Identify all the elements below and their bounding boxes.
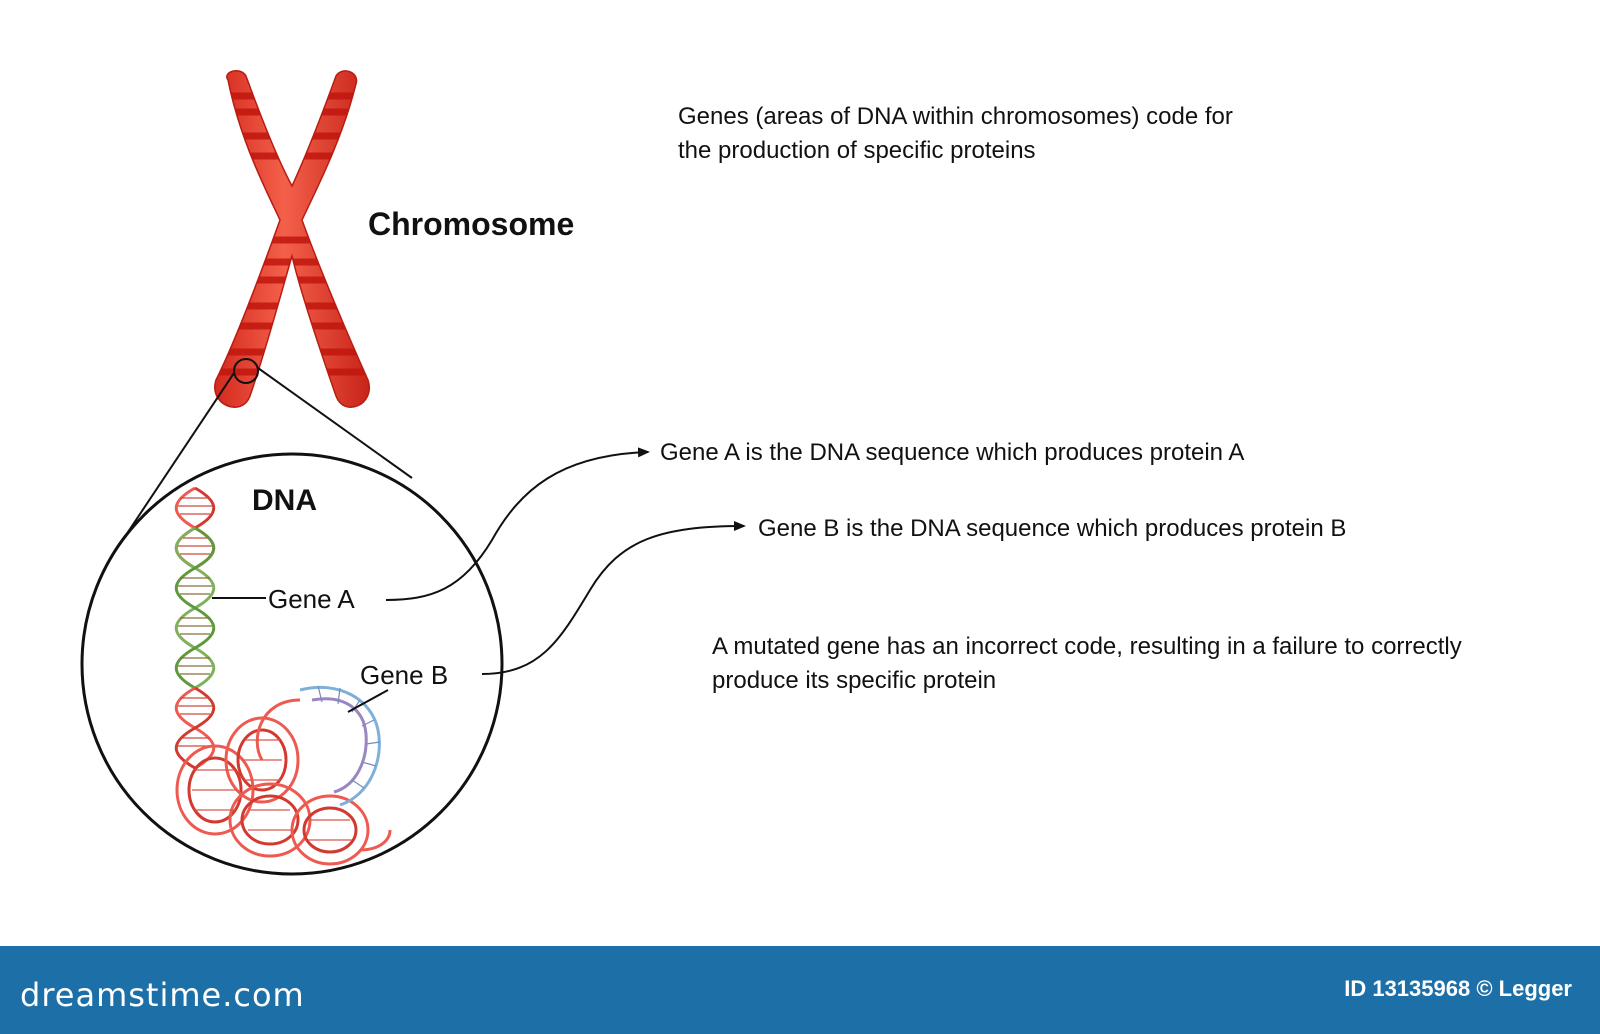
dna-coil [175, 698, 392, 866]
footer-credit: ID 13135968 © Legger [1344, 976, 1572, 1001]
gene-a-segment [174, 526, 216, 690]
gene-a-description: Gene A is the DNA sequence which produce… [660, 439, 1245, 466]
zoom-source-circle [233, 358, 259, 384]
gene-b-description: Gene B is the DNA sequence which produce… [758, 515, 1347, 542]
footer-bar: dreamstime.com ID 13135968 © Legger [0, 946, 1600, 1034]
footer-logo[interactable]: dreamstime.com [20, 976, 305, 1014]
chromosome [214, 70, 371, 408]
gene-a-arrow [385, 447, 650, 601]
dna-label: DNA [252, 484, 317, 517]
dna-zoom-view [80, 452, 504, 876]
diagram-canvas [80, 70, 746, 876]
gene-b-leader [347, 689, 389, 713]
mutation-description: A mutated gene has an incorrect code, re… [712, 633, 1462, 694]
genes-intro-text: Genes (areas of DNA within chromosomes) … [678, 103, 1233, 164]
gene-a-label: Gene A [268, 584, 355, 614]
dna-zoom-circle [80, 452, 504, 876]
chromosome-label: Chromosome [368, 206, 575, 242]
zoom-line-right [257, 367, 413, 479]
gene-b-segment [299, 685, 381, 807]
zoom-line-left [127, 372, 235, 533]
gene-b-arrow [481, 521, 746, 675]
gene-b-label: Gene B [360, 660, 449, 690]
